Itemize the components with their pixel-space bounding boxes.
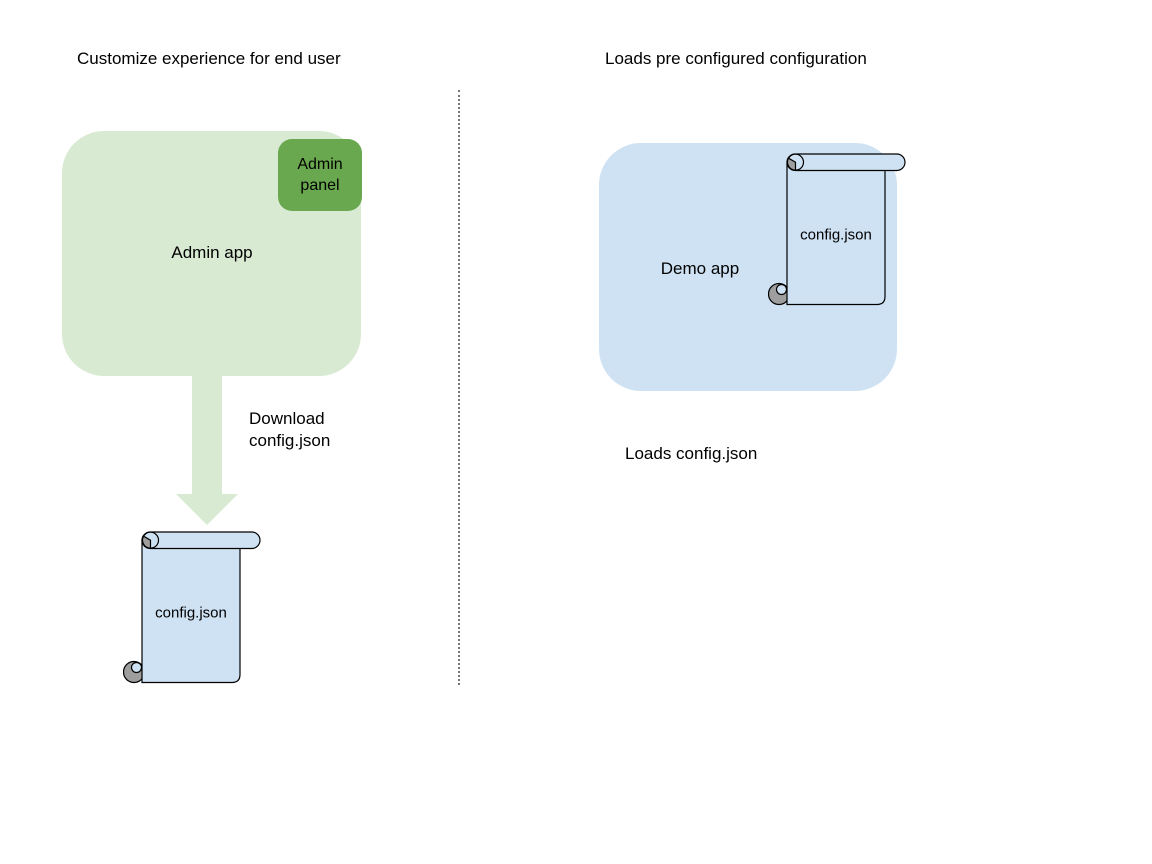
config-file-label-right: config.json <box>800 226 872 244</box>
right-section-title: Loads pre configured configuration <box>605 49 867 68</box>
left-section-title: Customize experience for end user <box>77 49 341 68</box>
download-config-caption: Download config.json <box>249 409 331 450</box>
demo-app-label: Demo app <box>660 259 740 278</box>
scroll-icon <box>767 153 906 306</box>
admin-app-label: Admin app <box>171 243 253 262</box>
config-file-scroll-right: config.json <box>767 152 908 308</box>
section-divider-line <box>458 90 460 685</box>
scroll-icon <box>122 531 261 684</box>
admin-panel-label: Admin panel <box>297 156 343 194</box>
admin-panel-box: Admin panel <box>278 139 362 211</box>
config-file-scroll-left: config.json <box>122 530 263 686</box>
download-arrow-icon <box>176 374 238 525</box>
config-file-label-left: config.json <box>155 604 227 622</box>
loads-config-caption: Loads config.json <box>625 444 758 463</box>
